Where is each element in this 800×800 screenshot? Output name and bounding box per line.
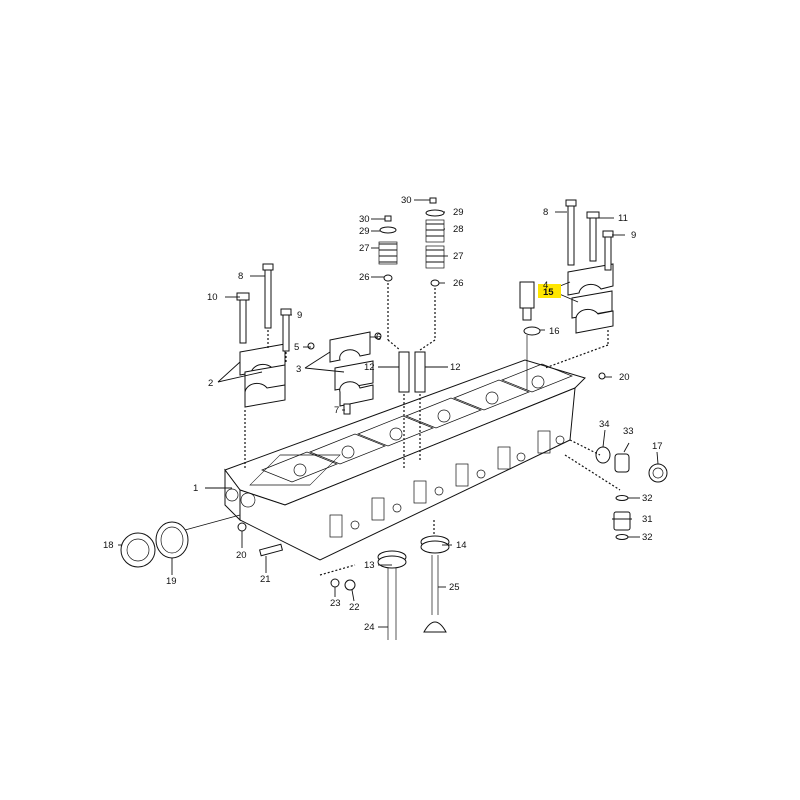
callout-26-right: 26 <box>453 278 464 289</box>
callout-3: 3 <box>296 364 301 375</box>
callout-28: 28 <box>453 224 464 235</box>
callout-22: 22 <box>349 602 360 613</box>
callout-11: 11 <box>618 213 628 224</box>
callout-5: 5 <box>294 342 299 353</box>
front-ports <box>329 430 565 538</box>
side-plugs-right <box>564 372 668 540</box>
callout-14: 14 <box>456 540 467 551</box>
injector-sleeve <box>519 281 541 390</box>
combustion-chambers <box>249 363 573 486</box>
callout-9-right: 9 <box>631 230 636 241</box>
callout-2: 2 <box>208 378 213 389</box>
callout-17: 17 <box>652 441 663 452</box>
callout-8-right: 8 <box>543 207 548 218</box>
callout-33: 33 <box>623 426 634 437</box>
valve-spring-assembly-right <box>414 197 445 460</box>
callout-12-left: 12 <box>364 362 375 373</box>
valve-spring-assembly-left <box>378 215 410 470</box>
callout-9-left: 9 <box>297 310 302 321</box>
bolts-left <box>236 263 292 362</box>
callout-27-left: 27 <box>359 243 370 254</box>
callout-29-right: 29 <box>453 207 464 218</box>
callout-26-left: 26 <box>359 272 370 283</box>
callout-25: 25 <box>449 582 460 593</box>
callout-30-right: 30 <box>401 195 412 206</box>
callout-29-left: 29 <box>359 226 370 237</box>
callout-24: 24 <box>364 622 375 633</box>
callout-20-top: 20 <box>619 372 630 383</box>
highlight-box <box>538 284 561 298</box>
callout-21: 21 <box>260 574 271 585</box>
callout-4: 4 <box>543 280 548 291</box>
callout-18: 18 <box>103 540 114 551</box>
camshaft-bearing-cap-right <box>544 199 614 369</box>
callout-12-right: 12 <box>450 362 461 373</box>
callout-8-left: 8 <box>238 271 243 282</box>
callout-20-bottom: 20 <box>236 550 247 561</box>
callout-6: 6 <box>376 332 381 343</box>
callout-32-top: 32 <box>642 493 653 504</box>
callout-30-left: 30 <box>359 214 370 225</box>
cylinder-head-block <box>224 359 586 561</box>
callout-27-right: 27 <box>453 251 464 262</box>
camshaft-bearing-cap-middle <box>307 331 382 415</box>
callout-15: 15 <box>543 287 554 298</box>
callout-1: 1 <box>193 483 198 494</box>
callout-labels: 1 2 3 4 5 6 7 8 8 9 9 10 11 12 12 13 14 … <box>103 195 663 633</box>
callout-7: 7 <box>334 405 339 416</box>
callout-10: 10 <box>207 292 218 303</box>
callout-23: 23 <box>330 598 341 609</box>
callout-19: 19 <box>166 576 177 587</box>
callout-16: 16 <box>549 326 560 337</box>
front-seals <box>120 514 356 591</box>
leader-lines <box>118 199 659 628</box>
callout-13: 13 <box>364 560 375 571</box>
callout-34: 34 <box>599 419 610 430</box>
valve-seats-and-valves <box>377 520 450 640</box>
callout-32-bottom: 32 <box>642 532 653 543</box>
callout-31: 31 <box>642 514 653 525</box>
